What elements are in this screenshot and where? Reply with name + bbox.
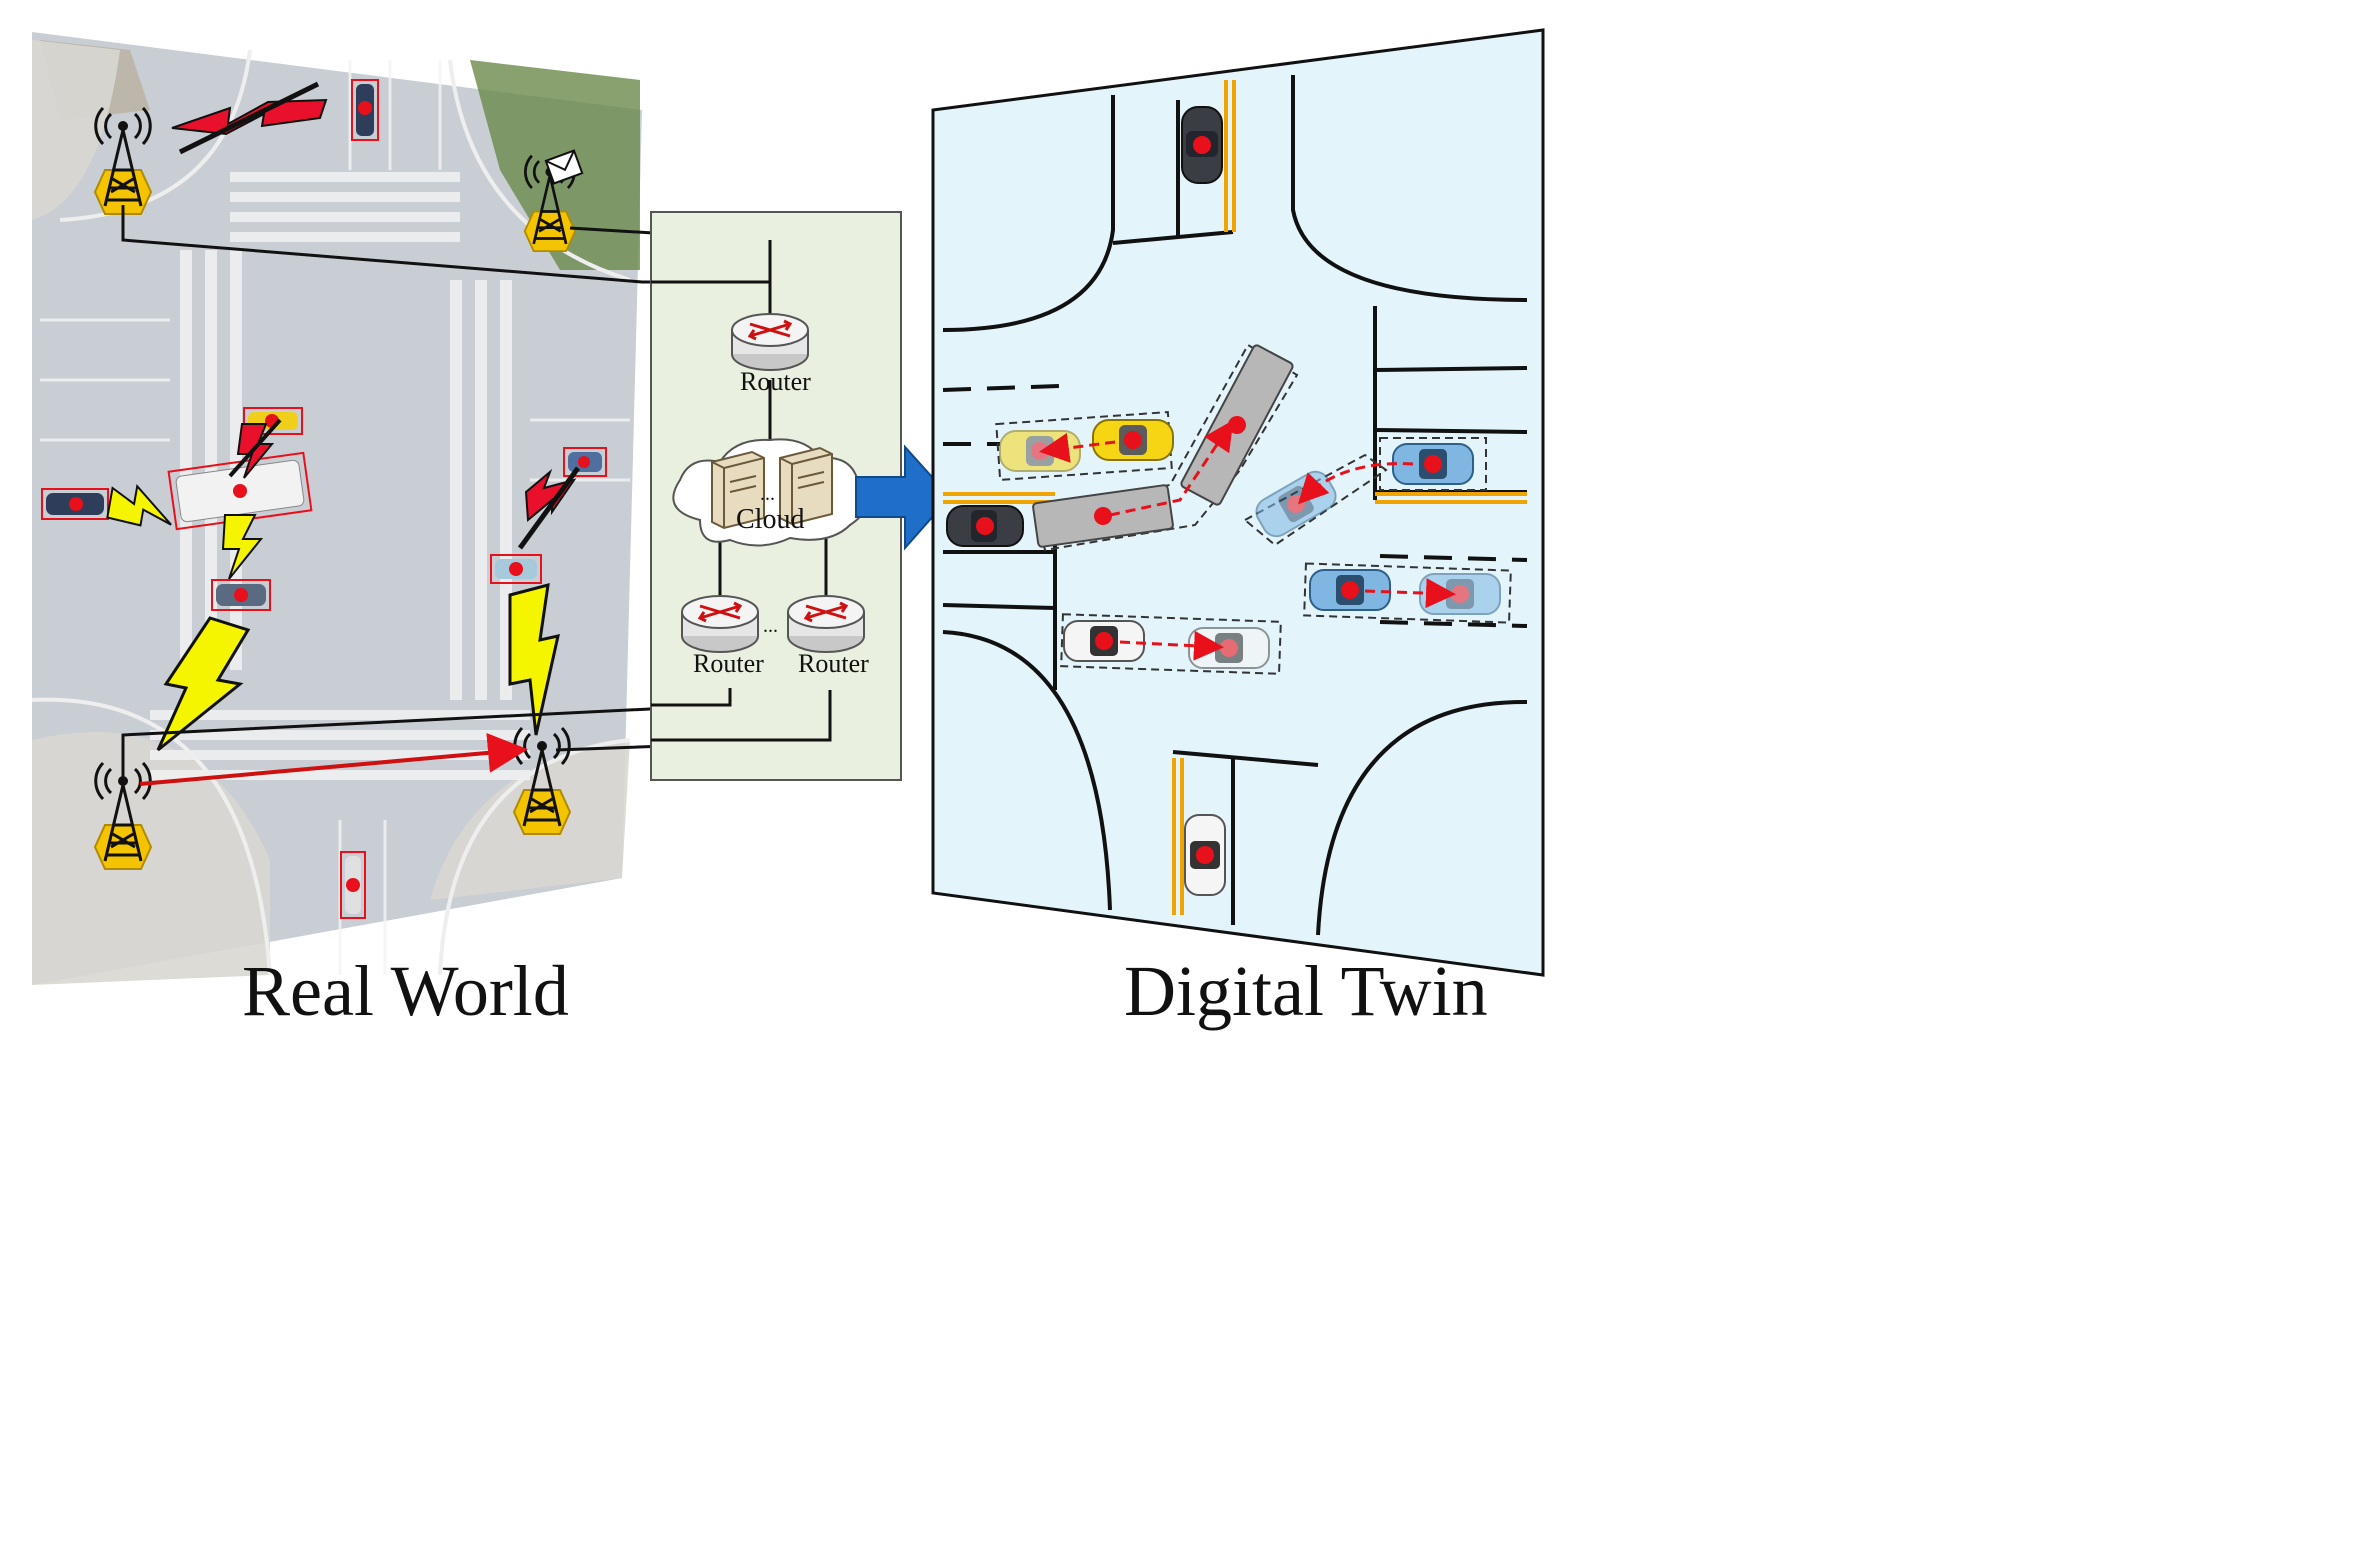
lightning-icon — [508, 582, 560, 736]
lightning-icon — [156, 616, 251, 752]
twin-blue-car-group — [1243, 437, 1487, 547]
twin-car-left — [946, 505, 1024, 547]
real-car-top — [351, 79, 379, 141]
twin-white-car-group — [1060, 613, 1282, 675]
real-world-panel — [31, 32, 642, 985]
twin-bus-group — [1031, 343, 1299, 552]
digital-twin-panel — [931, 28, 1545, 977]
real-car-right2 — [490, 554, 542, 584]
real-car-left — [41, 488, 109, 520]
envelope-icon — [544, 149, 584, 185]
twin-cyan-car-group — [1303, 562, 1512, 624]
twin-car-bottom — [1184, 814, 1226, 896]
real-bus — [167, 451, 313, 531]
v2v-link-arrow — [139, 732, 528, 786]
broken-link-icon — [171, 81, 328, 155]
crosswalk-top — [230, 172, 460, 242]
digital-twin-caption: Digital Twin — [1124, 951, 1488, 1031]
router-right-label: Router — [798, 649, 869, 678]
crosswalk-bottom — [150, 710, 530, 780]
real-world-caption: Real World — [242, 951, 569, 1031]
twin-car-top — [1181, 106, 1223, 184]
broken-link-icon — [517, 466, 581, 550]
real-car-bottom — [340, 851, 366, 919]
cloud-label: Cloud — [736, 504, 804, 535]
router-ellipsis: ... — [763, 615, 778, 637]
router-icon — [730, 312, 810, 372]
router-icon — [786, 594, 866, 654]
server-ellipsis: ... — [760, 483, 775, 505]
router-top-label: Router — [740, 367, 811, 396]
big-arrow-icon — [855, 444, 952, 551]
crosswalk-right — [450, 280, 512, 700]
real-car-mid — [211, 579, 271, 611]
router-left-label: Router — [693, 649, 764, 678]
router-icon — [680, 594, 760, 654]
twin-taxi-group — [995, 411, 1174, 481]
